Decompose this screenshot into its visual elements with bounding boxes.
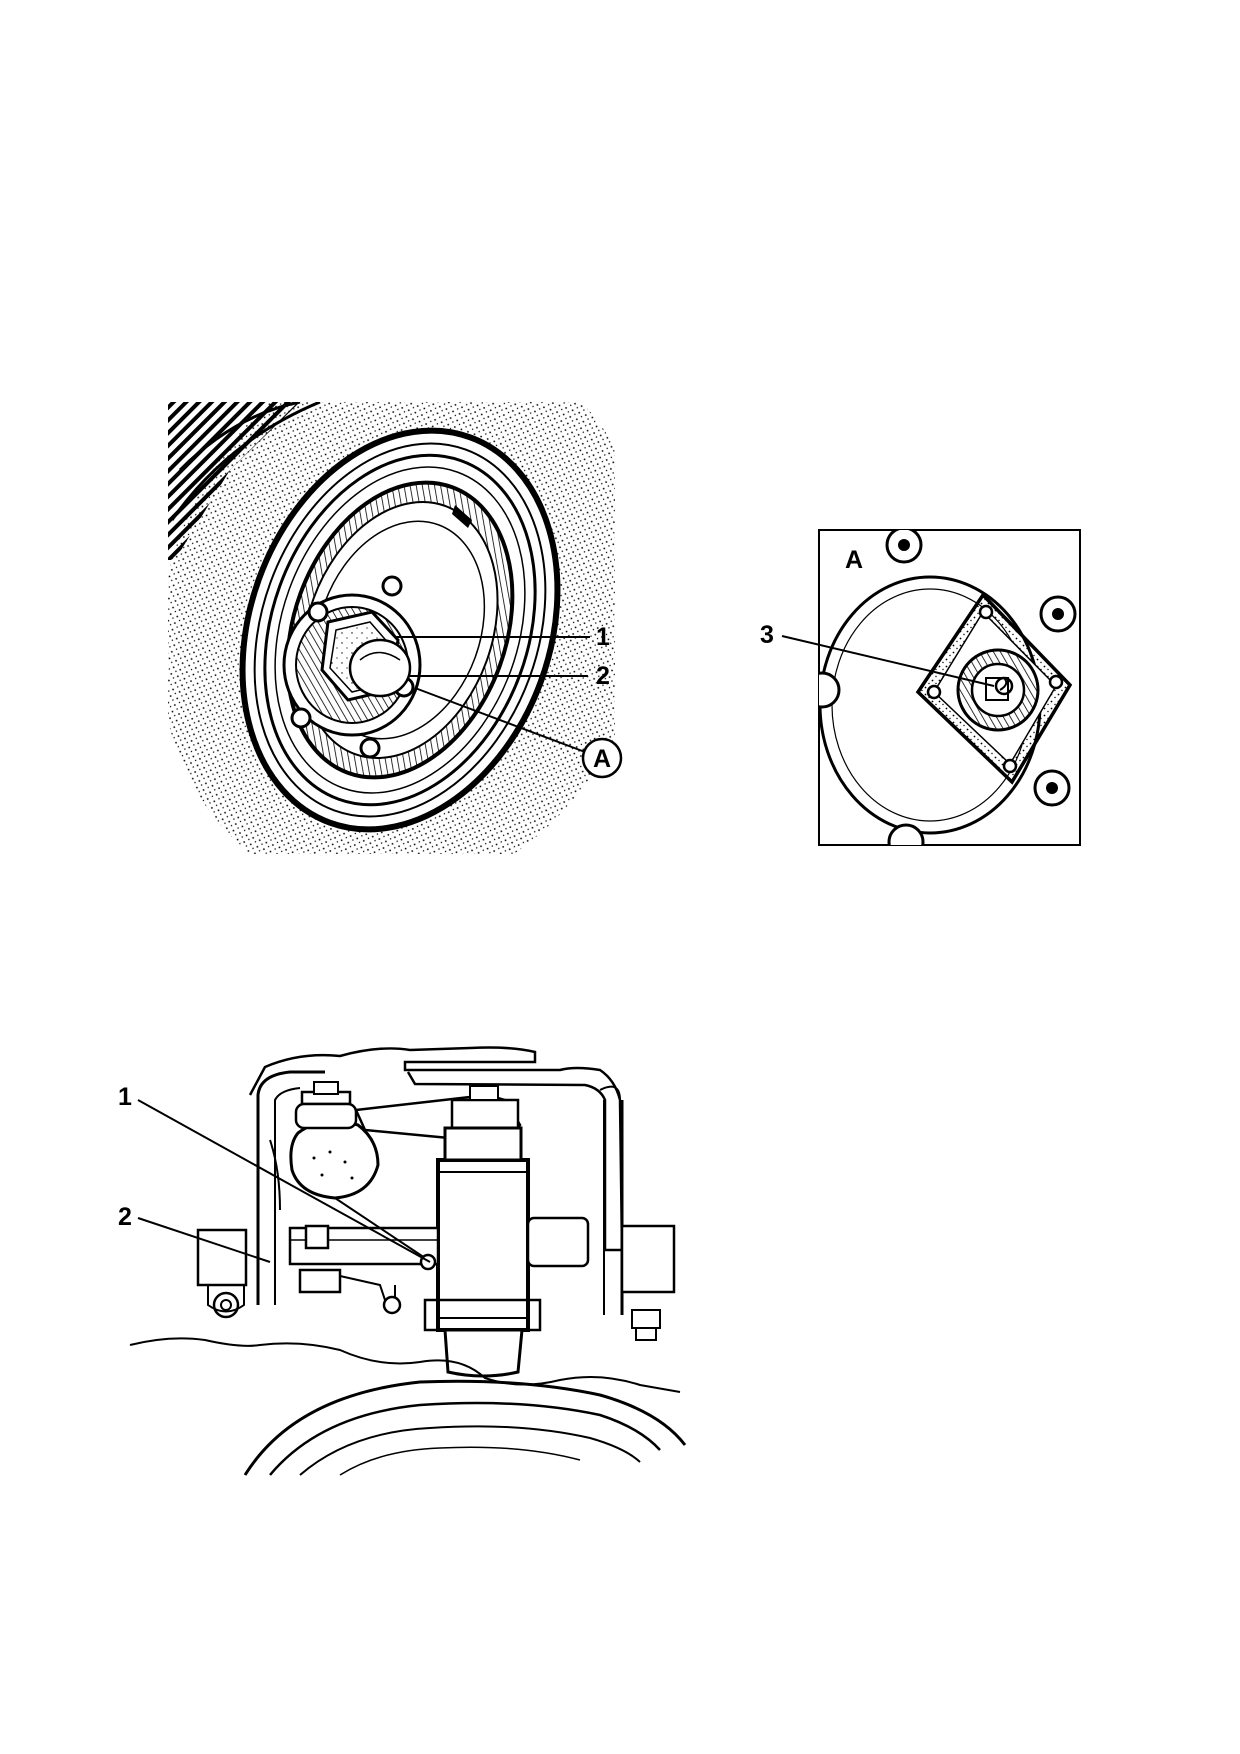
svg-text:A: A: [593, 745, 611, 773]
detail-a-marker: A: [414, 687, 623, 779]
wheel-hub-illustration: [168, 402, 615, 854]
mount-callout-1: 1: [118, 1083, 431, 1263]
detail-a-view: A 3: [760, 529, 1081, 846]
shock-absorber-illustration: [129, 1046, 687, 1476]
mount-callout-2: 2: [118, 1203, 271, 1263]
svg-text:2: 2: [596, 662, 610, 690]
svg-text:2: 2: [118, 1203, 132, 1231]
svg-text:1: 1: [118, 1083, 132, 1111]
svg-text:1: 1: [596, 623, 610, 651]
svg-text:3: 3: [760, 621, 774, 649]
hub-callout-1: 1: [396, 623, 610, 651]
detail-callout-3: 3: [760, 621, 995, 687]
hub-callout-2: 2: [408, 662, 610, 690]
detail-a-title: A: [845, 546, 863, 574]
